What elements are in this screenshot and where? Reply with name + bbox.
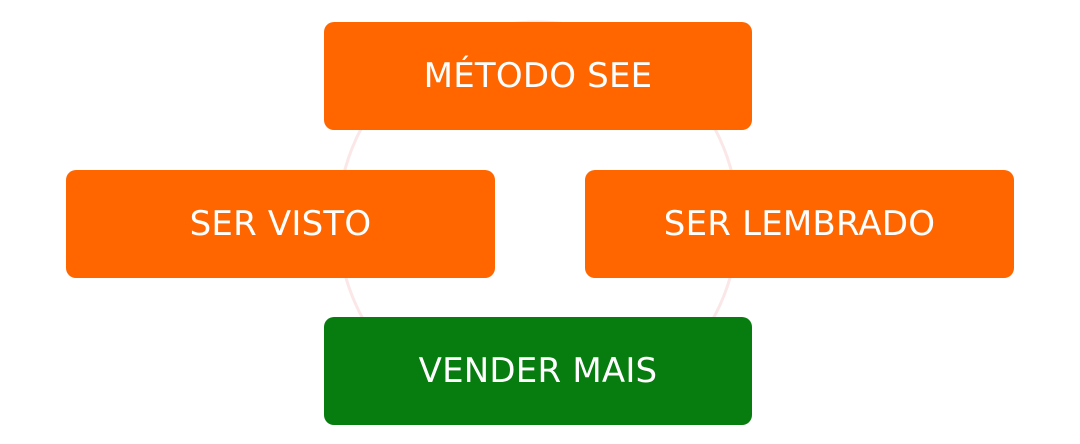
node-vender-mais: VENDER MAIS	[324, 317, 752, 425]
node-label: SER LEMBRADO	[663, 204, 936, 244]
node-ser-lembrado: SER LEMBRADO	[585, 170, 1014, 278]
node-label: VENDER MAIS	[418, 351, 658, 391]
node-metodo-see: MÉTODO SEE	[324, 22, 752, 130]
node-label: SER VISTO	[189, 204, 372, 244]
node-label: MÉTODO SEE	[423, 56, 653, 96]
node-ser-visto: SER VISTO	[66, 170, 495, 278]
